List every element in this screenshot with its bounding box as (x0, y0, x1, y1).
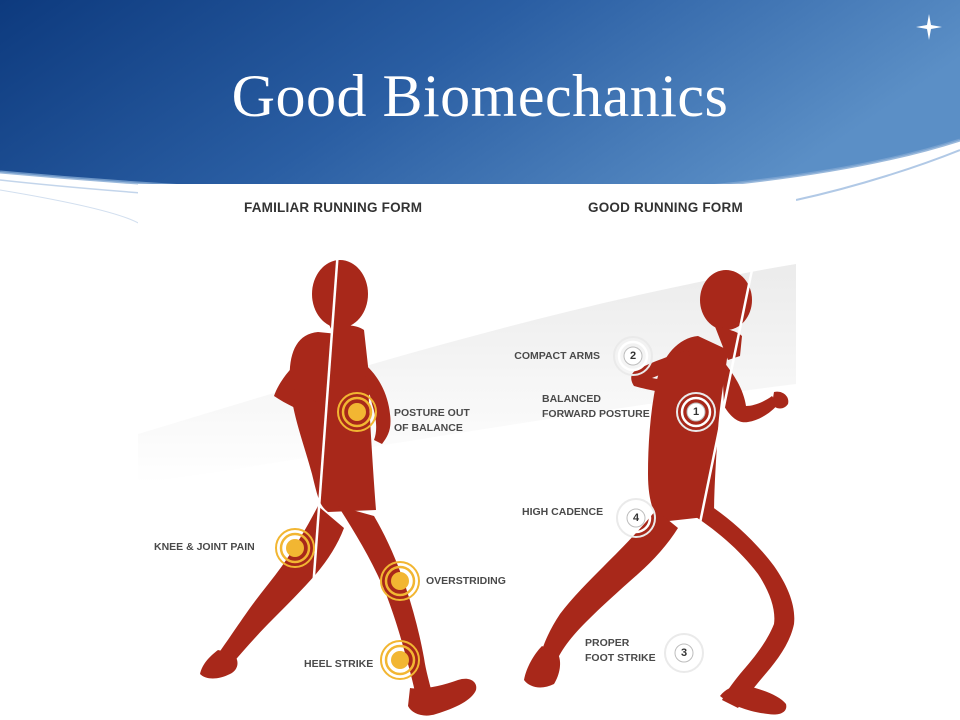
callout-label-balanced-posture: BALANCED FORWARD POSTURE (542, 393, 650, 420)
good-marker-posture (676, 392, 716, 432)
marker-number-posture: 1 (692, 406, 700, 418)
good-marker-cadence (616, 498, 656, 538)
good-marker-compact-arms (613, 336, 653, 376)
runner-silhouette-good (524, 260, 795, 715)
marker-number-foot-strike: 3 (680, 647, 688, 659)
running-form-diagram: FAMILIAR RUNNING FORM POSTURE OUT OF BAL… (138, 184, 796, 720)
panel-heading-familiar: FAMILIAR RUNNING FORM (244, 200, 423, 215)
slide-title: Good Biomechanics (231, 63, 729, 129)
callout-label-proper-foot-strike: PROPER FOOT STRIKE (585, 637, 656, 664)
panel-heading-good: GOOD RUNNING FORM (588, 200, 743, 215)
warning-marker-knee (275, 528, 315, 568)
warning-marker-overstriding (380, 561, 420, 601)
marker-number-compact-arms: 2 (629, 350, 637, 362)
runner-silhouette-familiar (200, 249, 477, 716)
callout-label-heel: HEEL STRIKE (304, 658, 374, 670)
star-bullet-icon (916, 14, 942, 40)
callout-label-posture: POSTURE OUT OF BALANCE (394, 407, 470, 434)
good-marker-foot-strike (664, 633, 704, 673)
warning-marker-posture (337, 392, 377, 432)
warning-marker-heel (380, 640, 420, 680)
callout-label-overstriding: OVERSTRIDING (426, 575, 506, 587)
marker-number-cadence: 4 (632, 512, 640, 524)
callout-label-compact-arms: COMPACT ARMS (514, 350, 600, 362)
callout-label-knee: KNEE & JOINT PAIN (154, 541, 255, 553)
callout-label-high-cadence: HIGH CADENCE (522, 506, 604, 518)
